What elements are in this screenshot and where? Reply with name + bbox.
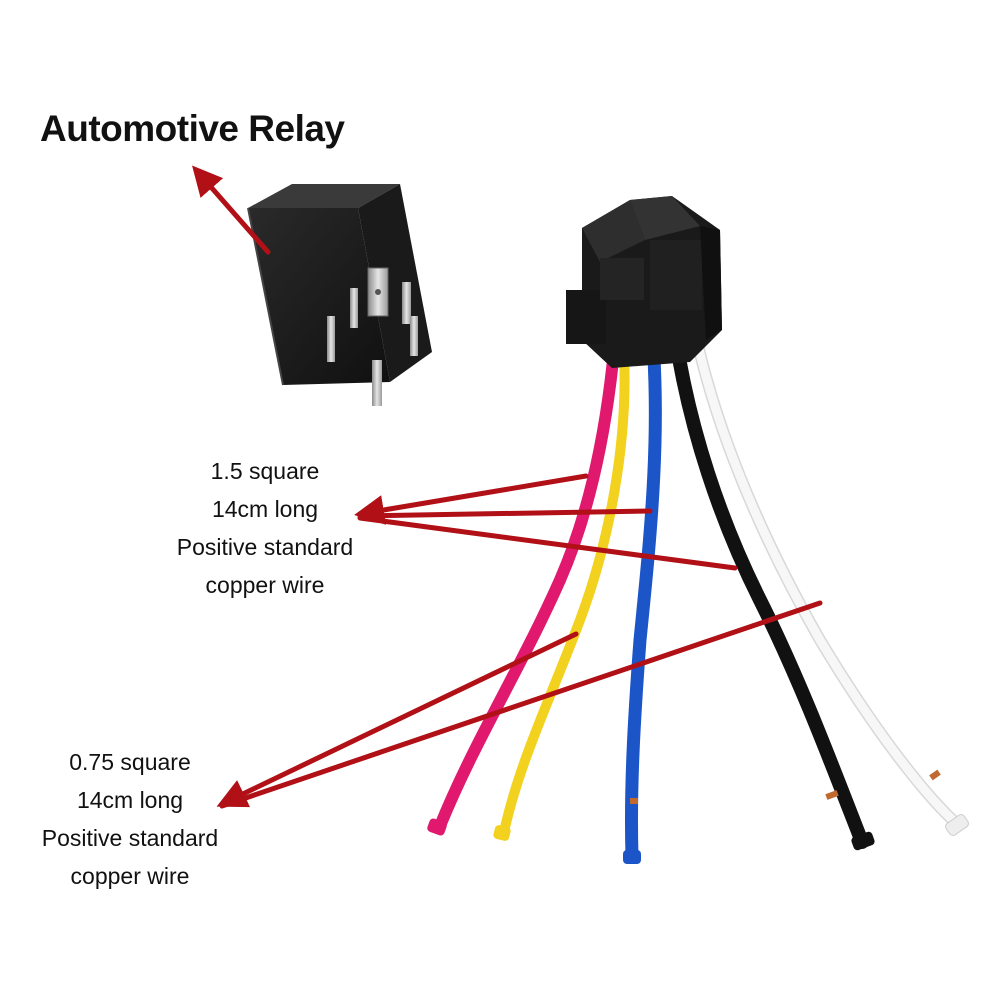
spec-line: 0.75 square <box>69 749 191 775</box>
relay-pin <box>350 288 358 328</box>
wire-tip-pink <box>427 818 447 836</box>
spec-line: 14cm long <box>211 496 319 522</box>
arrow-b-white <box>219 600 823 809</box>
wire-tip-blue <box>623 850 641 864</box>
spec-line: copper wire <box>205 572 325 598</box>
spec-line: Positive standard <box>41 825 219 851</box>
wire-yellow <box>499 350 630 837</box>
spec-line: 1.5 square <box>210 458 320 484</box>
wire-blue <box>624 311 662 863</box>
spec-line: 14cm long <box>76 787 184 813</box>
spec-line: copper wire <box>70 863 190 889</box>
relay-pin <box>372 360 382 406</box>
arrow-a-pink <box>354 473 589 525</box>
page-title: Automotive Relay <box>40 108 345 149</box>
wire-tip-yellow <box>493 825 511 841</box>
arrow-a-black <box>357 515 738 571</box>
relay-pin <box>367 267 389 317</box>
spec-line: Positive standard <box>176 534 354 560</box>
arrow-a-blue <box>357 508 653 519</box>
relay-pin <box>410 316 418 356</box>
relay-icon <box>247 184 432 406</box>
wire-tip-white <box>945 814 969 836</box>
annotation-arrows <box>192 165 823 809</box>
wire-spec-label-b: 0.75 square 14cm long Positive standard … <box>10 743 250 895</box>
relay-pin <box>402 282 411 324</box>
wire-harness <box>427 284 969 864</box>
wire-black <box>669 333 869 849</box>
arrow-b-yellow <box>216 631 579 808</box>
socket-connector-icon <box>566 196 722 368</box>
wire-pink <box>434 294 624 832</box>
wire-tip-black <box>851 831 875 851</box>
wire-spec-label-a: 1.5 square 14cm long Positive standard c… <box>150 452 380 604</box>
relay-pin <box>327 316 335 362</box>
arrow-relay <box>192 165 271 255</box>
